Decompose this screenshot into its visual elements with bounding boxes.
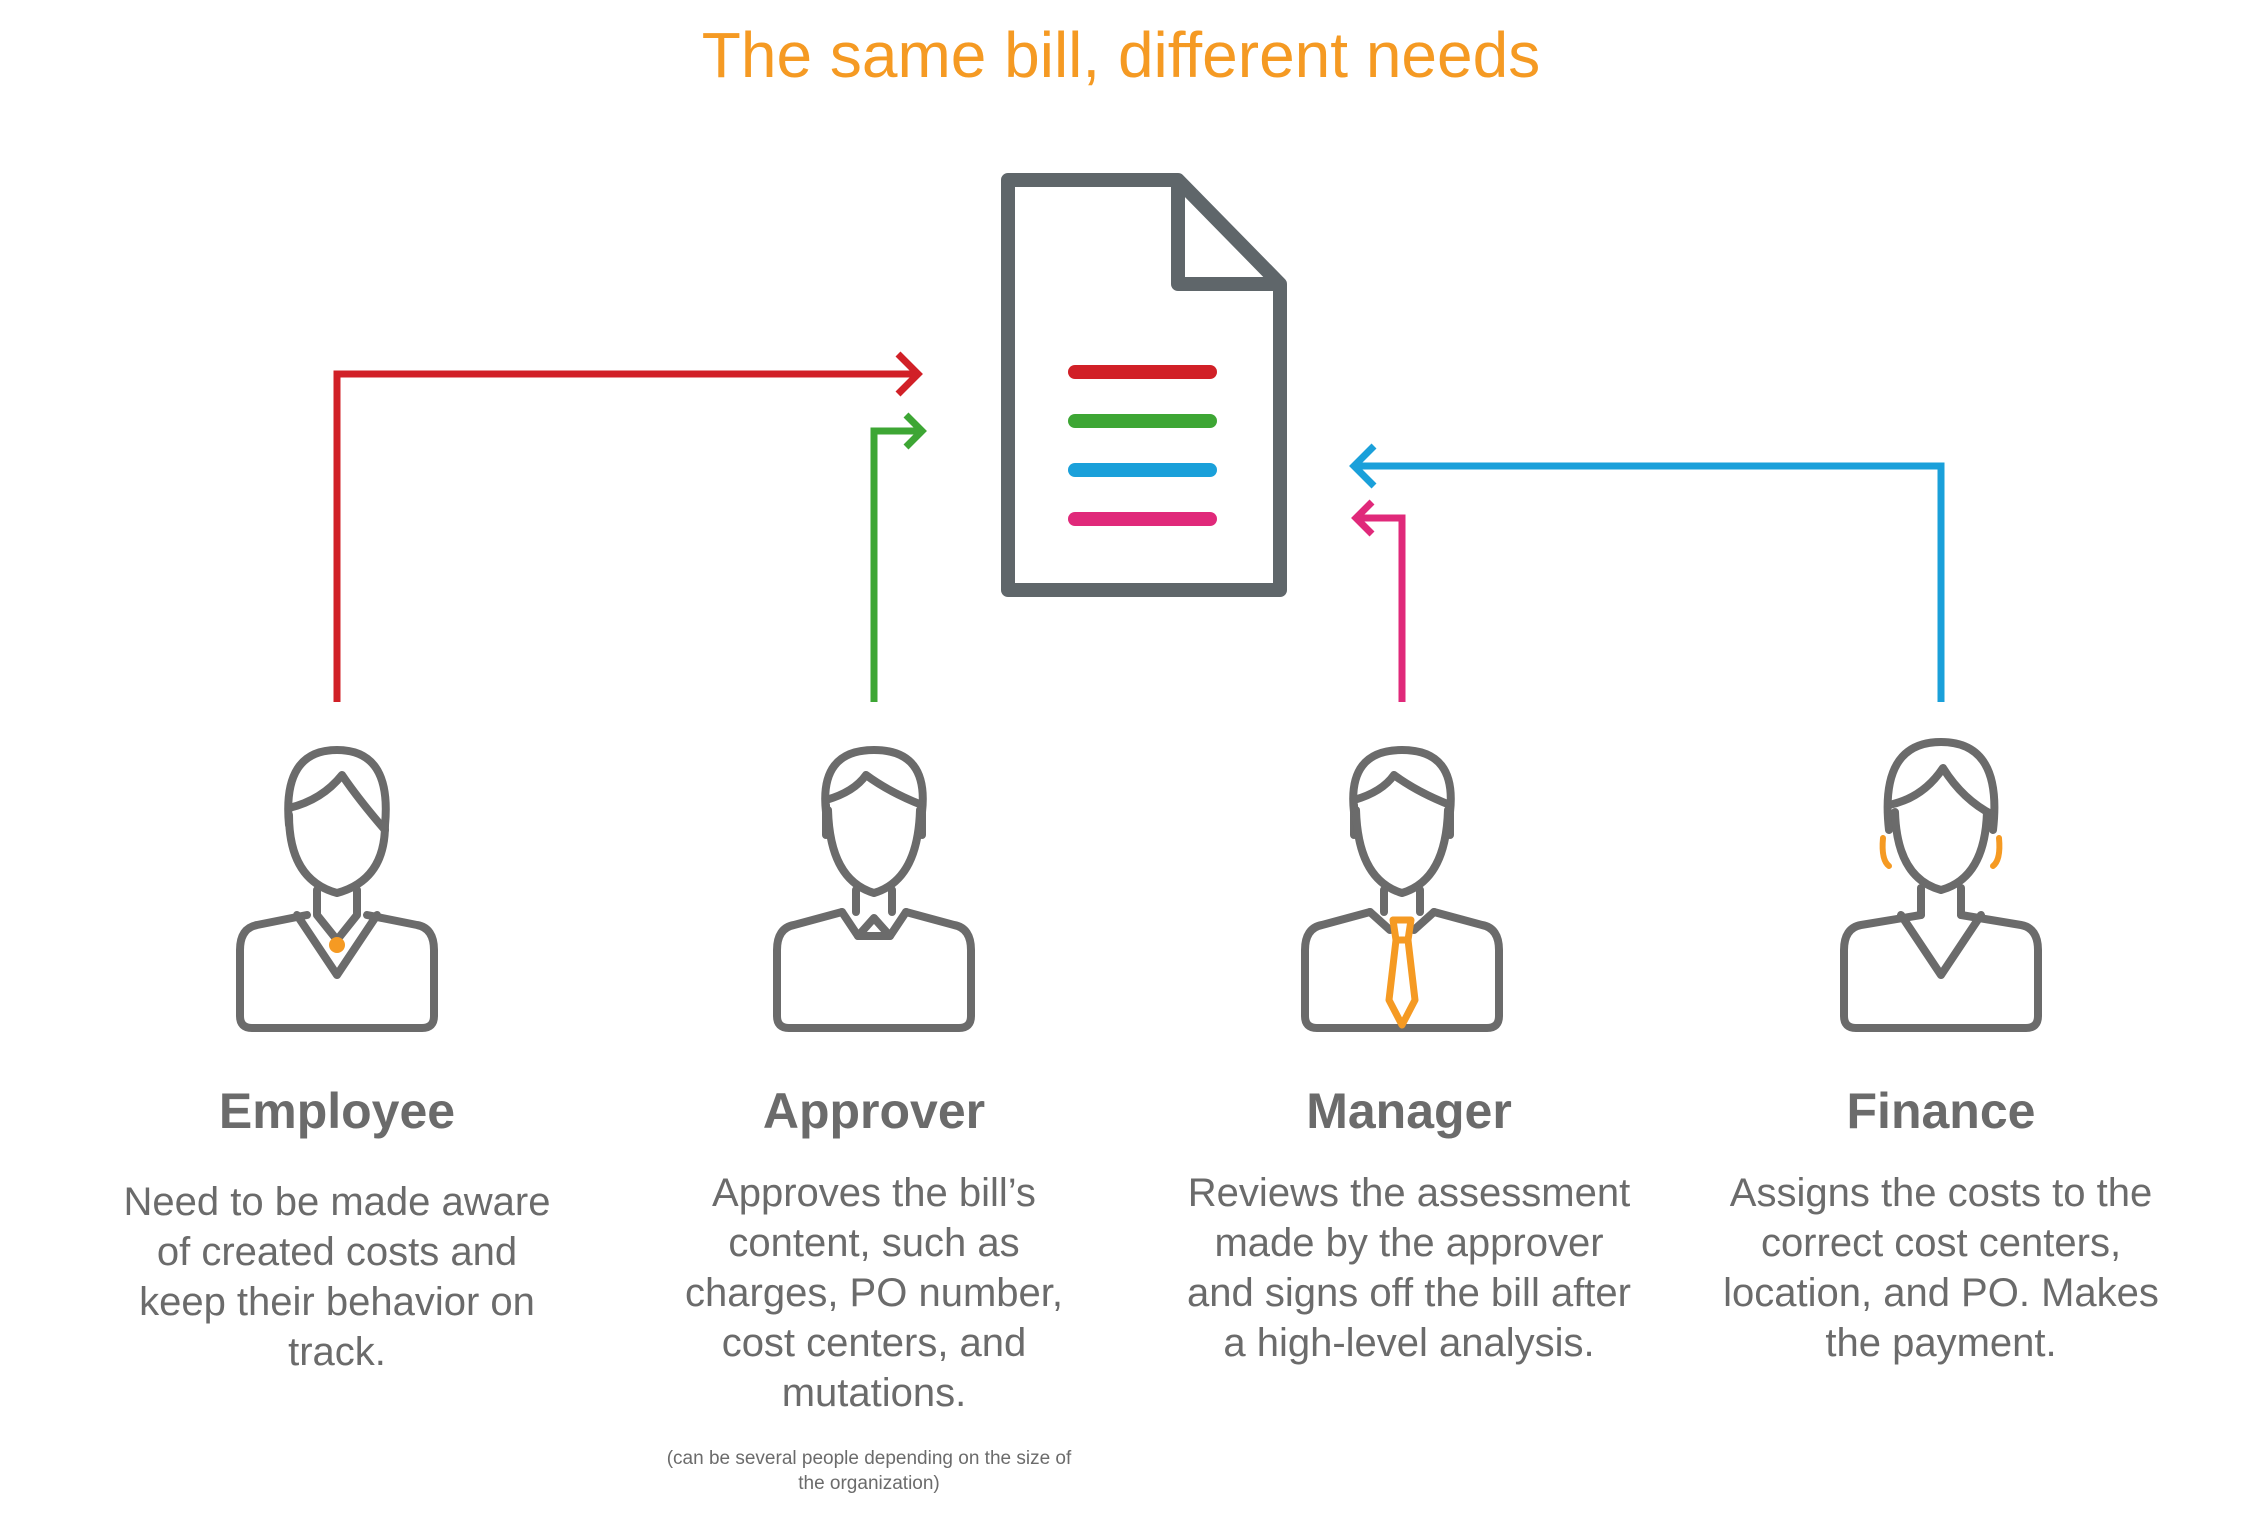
woman-with-necklace-icon: [236, 746, 438, 1032]
description-line: track.: [288, 1330, 386, 1374]
footnote-line: the organization): [798, 1473, 940, 1494]
description-line: keep their behavior on: [139, 1280, 535, 1324]
description-line: and signs off the bill after: [1187, 1271, 1631, 1315]
approver-arrow: [870, 412, 927, 702]
description-line: cost centers, and: [721, 1321, 1027, 1365]
description-line: of created costs and: [156, 1230, 518, 1274]
approver-footnote: (can be several people depending on the …: [619, 1446, 1119, 1496]
man-with-tie-icon: [1301, 746, 1503, 1032]
footnote-line: (can be several people depending on the …: [666, 1448, 1072, 1469]
bill-lines: [1068, 365, 1217, 526]
role-name-approver: Approver: [762, 1083, 986, 1139]
description-line: mutations.: [781, 1371, 967, 1415]
role-description-approver: Approves the bill’s content, such as cha…: [624, 1168, 1124, 1418]
role-name-finance: Finance: [1846, 1083, 2036, 1139]
man-with-collar-icon: [773, 746, 975, 1032]
role-description-finance: Assigns the costs to the correct cost ce…: [1691, 1168, 2191, 1368]
role-name-manager: Manager: [1306, 1083, 1512, 1139]
role-description-manager: Reviews the assessment made by the appro…: [1159, 1168, 1659, 1368]
bill-document-icon: [1001, 173, 1287, 597]
manager-arrow: [1351, 499, 1406, 702]
description-line: the payment.: [1825, 1321, 2057, 1365]
description-line: Need to be made aware: [123, 1180, 551, 1224]
description-line: location, and PO. Makes: [1723, 1271, 2159, 1315]
woman-with-earrings-icon: [1840, 738, 2042, 1032]
description-line: content, such as: [728, 1221, 1020, 1265]
role-name-employee: Employee: [218, 1083, 456, 1139]
description-line: Approves the bill’s: [712, 1171, 1036, 1215]
description-line: Assigns the costs to the: [1729, 1171, 2153, 1215]
description-line: made by the approver: [1214, 1221, 1604, 1265]
description-line: Reviews the assessment: [1187, 1171, 1631, 1215]
diagram-title: The same bill, different needs: [701, 19, 1541, 91]
employee-arrow: [333, 351, 923, 702]
description-line: correct cost centers,: [1760, 1221, 2122, 1265]
description-line: a high-level analysis.: [1223, 1321, 1595, 1365]
finance-arrow: [1349, 443, 1945, 702]
description-line: charges, PO number,: [685, 1271, 1063, 1315]
role-description-employee: Need to be made aware of created costs a…: [87, 1177, 587, 1377]
